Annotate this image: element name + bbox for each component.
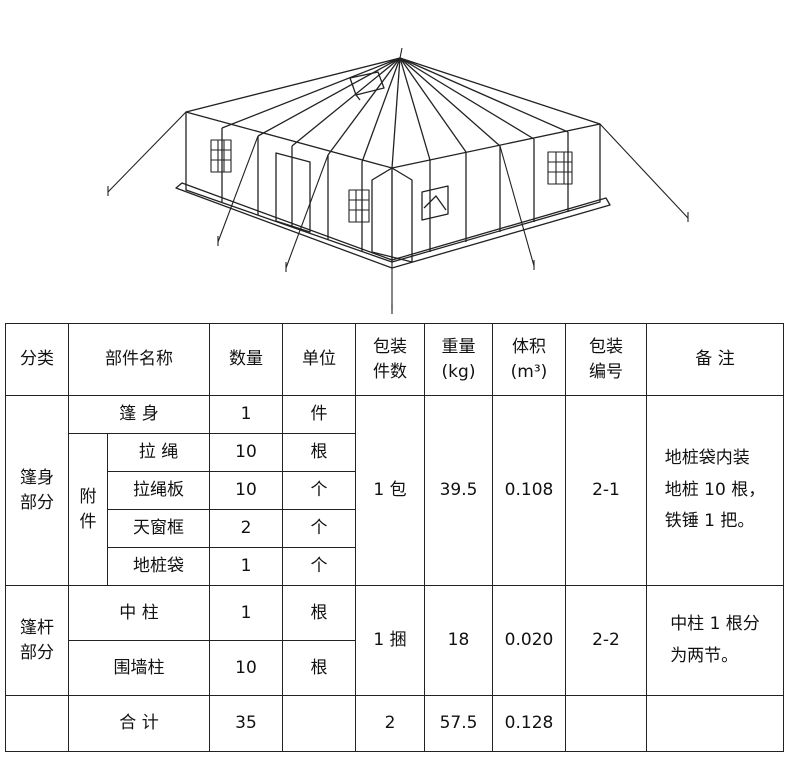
pole-remark: 中柱 1 根分 为两节。 bbox=[646, 585, 784, 696]
table-row: 拉绳板 10 个 bbox=[6, 471, 784, 510]
tent-illustration bbox=[107, 47, 689, 314]
part-name: 围墙柱 bbox=[68, 640, 210, 696]
body-weight: 39.5 bbox=[424, 395, 493, 586]
body-pack-count: 1 包 bbox=[355, 395, 425, 586]
tent-window-left bbox=[210, 139, 232, 173]
attachment-name: 天窗框 bbox=[107, 509, 210, 548]
packing-spec-table: 分类 部件名称 数量 单位 包装 件数 重量 (kg) 体积 (m³) 包装 编… bbox=[5, 323, 784, 752]
header-volume: 体积 (m³) bbox=[492, 323, 566, 396]
attachment-name: 地桩袋 bbox=[107, 547, 210, 586]
total-qty: 35 bbox=[209, 695, 283, 752]
header-quantity: 数量 bbox=[209, 323, 283, 396]
header-unit: 单位 bbox=[282, 323, 356, 396]
attachment-qty: 10 bbox=[209, 433, 283, 472]
total-remark-empty bbox=[646, 695, 784, 752]
tent-right-wall bbox=[391, 123, 601, 263]
part-unit: 根 bbox=[282, 640, 356, 696]
part-qty: 1 bbox=[209, 585, 283, 641]
table-row: 围墙柱 10 根 bbox=[6, 640, 784, 696]
attachment-unit: 个 bbox=[282, 471, 356, 510]
attachment-unit: 个 bbox=[282, 509, 356, 548]
attachment-qty: 10 bbox=[209, 471, 283, 510]
body-pack-no: 2-1 bbox=[565, 395, 647, 586]
attachment-unit: 根 bbox=[282, 433, 356, 472]
pole-pack-no: 2-2 bbox=[565, 585, 647, 696]
attachment-qty: 2 bbox=[209, 509, 283, 548]
table-row: 篷身 部分 篷 身 1 件 1 包 39.5 0.108 2-1 地桩袋内装 地… bbox=[5, 395, 784, 586]
total-row: 合 计 35 2 57.5 0.128 bbox=[5, 695, 784, 752]
total-unit-empty bbox=[282, 695, 356, 752]
pole-volume: 0.020 bbox=[492, 585, 566, 696]
total-pack-count: 2 bbox=[355, 695, 425, 752]
tent-door bbox=[275, 152, 311, 233]
pole-category: 篷杆 部分 bbox=[5, 585, 69, 696]
tent-guy-ropes bbox=[107, 47, 689, 314]
header-weight: 重量 (kg) bbox=[424, 323, 493, 396]
table-row: 篷杆 部分 中 柱 1 根 1 捆 18 0.020 2-2 中柱 1 根分 为… bbox=[5, 585, 784, 696]
body-volume: 0.108 bbox=[492, 395, 566, 586]
tent-window-right bbox=[547, 151, 573, 185]
attachment-label: 附 件 bbox=[68, 433, 108, 586]
table-header-row: 分类 部件名称 数量 单位 包装 件数 重量 (kg) 体积 (m³) 包装 编… bbox=[5, 323, 784, 396]
header-pack-count: 包装 件数 bbox=[355, 323, 425, 396]
tent-base-outline bbox=[175, 182, 611, 269]
attachment-unit: 个 bbox=[282, 547, 356, 586]
pole-weight: 18 bbox=[424, 585, 493, 696]
tent-left-wall bbox=[185, 111, 393, 263]
part-name: 篷 身 bbox=[68, 395, 210, 434]
part-qty: 1 bbox=[209, 395, 283, 434]
part-qty: 10 bbox=[209, 640, 283, 696]
body-category: 篷身 部分 bbox=[5, 395, 69, 586]
attachment-name: 拉绳板 bbox=[107, 471, 210, 510]
header-category: 分类 bbox=[5, 323, 69, 396]
part-name: 中 柱 bbox=[68, 585, 210, 641]
pole-pack-count: 1 捆 bbox=[355, 585, 425, 696]
attachment-qty: 1 bbox=[209, 547, 283, 586]
total-pack-no-empty bbox=[565, 695, 647, 752]
header-remark: 备 注 bbox=[646, 323, 784, 396]
total-weight: 57.5 bbox=[424, 695, 493, 752]
table-row: 天窗框 2 个 bbox=[6, 509, 784, 548]
header-pack-no: 包装 编号 bbox=[565, 323, 647, 396]
attachment-name: 拉 绳 bbox=[107, 433, 210, 472]
total-category-empty bbox=[5, 695, 69, 752]
body-remark: 地桩袋内装 地桩 10 根， 铁锤 1 把。 bbox=[646, 395, 784, 586]
table-row: 地桩袋 1 个 bbox=[6, 547, 784, 586]
total-label: 合 计 bbox=[68, 695, 210, 752]
tent-window-front bbox=[348, 189, 370, 223]
part-unit: 件 bbox=[282, 395, 356, 434]
part-unit: 根 bbox=[282, 585, 356, 641]
total-volume: 0.128 bbox=[492, 695, 566, 752]
header-part-name: 部件名称 bbox=[68, 323, 210, 396]
tent-window-flap bbox=[421, 185, 449, 221]
tent-skylight bbox=[349, 71, 385, 96]
